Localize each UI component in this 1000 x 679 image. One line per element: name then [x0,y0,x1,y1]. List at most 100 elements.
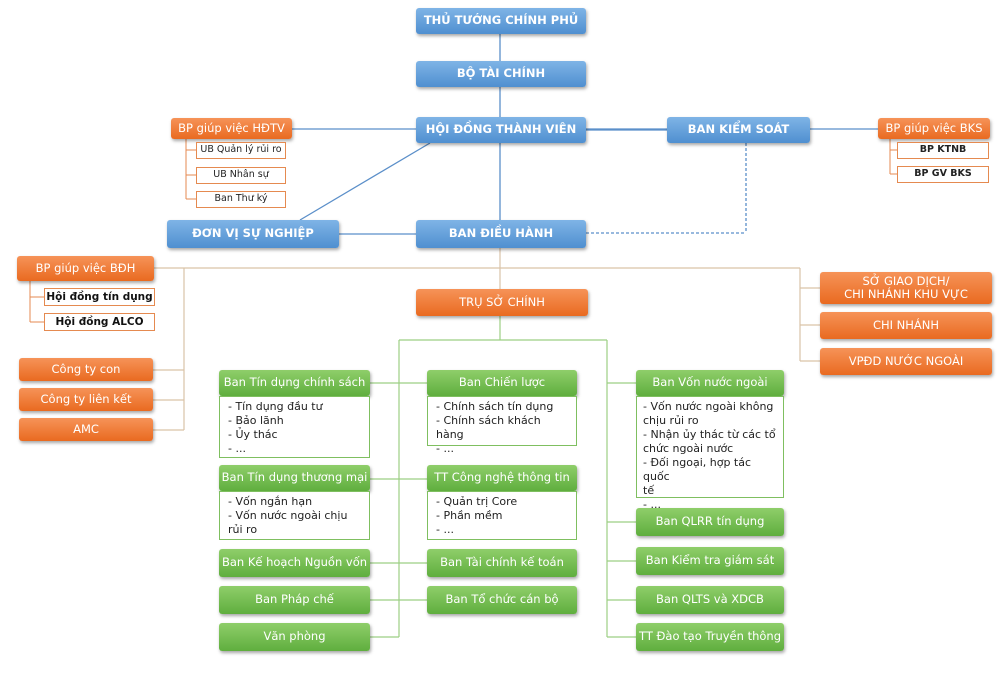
ban-qlts-xdcb-label: Ban QLTS và XDCB [656,592,764,607]
tru-so-chinh-box: TRỤ SỞ CHÍNH [416,289,588,316]
ban-ke-hoach-nguon-von-box: Ban Kế hoạch Nguồn vốn [219,549,370,577]
hoi-dong-alco-box: Hội đồng ALCO [44,313,155,331]
ban-chien-luoc-box: Ban Chiến lược [427,370,577,396]
cong-ty-con-label: Công ty con [51,361,121,376]
ban-kiem-soat-label: BAN KIỂM SOÁT [687,122,790,137]
ban-tin-dung-thuong-mai-box: Ban Tín dụng thương mại [219,465,370,491]
detail-line: - Tín dụng đầu tư [228,400,323,413]
amc-label: AMC [73,421,99,436]
detail-line: - Bảo lãnh [228,414,284,427]
ban-ke-hoach-nguon-von-label: Ban Kế hoạch Nguồn vốn [221,555,368,570]
ban-thu-ky-label: Ban Thư ký [214,193,268,205]
ban-qlrr-tin-dung-label: Ban QLRR tín dụng [655,514,765,529]
tt-dao-tao-truyen-thong-label: TT Đào tạo Truyền thông [639,629,781,644]
ban-tin-dung-chinh-sach-label: Ban Tín dụng chính sách [223,375,366,390]
tt-cong-nghe-thong-tin-details: - Quản trị Core - Phần mềm - ... [427,491,577,540]
thu-tuong-chinh-phu-box: THỦ TƯỚNG CHÍNH PHỦ [416,8,586,34]
cong-ty-con-box: Công ty con [19,358,153,381]
tt-dao-tao-truyen-thong-box: TT Đào tạo Truyền thông [636,623,784,651]
ban-phap-che-label: Ban Pháp chế [255,592,334,607]
tt-cong-nghe-thong-tin-box: TT Công nghệ thông tin [427,465,577,491]
don-vi-su-nghiep-label: ĐƠN VỊ SỰ NGHIỆP [192,226,314,241]
bo-tai-chinh-label: BỘ TÀI CHÍNH [456,66,546,81]
tt-cong-nghe-thong-tin-label: TT Công nghệ thông tin [434,470,570,485]
ban-dieu-hanh-label: BAN ĐIỀU HÀNH [448,226,554,241]
detail-line: - Phần mềm [436,509,503,522]
ban-tin-dung-thuong-mai-label: Ban Tín dụng thương mại [221,470,368,485]
ban-von-nuoc-ngoai-box: Ban Vốn nước ngoài [636,370,784,396]
detail-line: - ... [228,442,246,455]
ban-chien-luoc-label: Ban Chiến lược [458,375,546,390]
detail-line: chức ngoài nước [643,442,734,455]
ban-tai-chinh-ke-toan-box: Ban Tài chính kế toán [427,549,577,577]
detail-line: rủi ro [228,523,258,536]
chi-nhanh-label: CHI NHÁNH [872,317,940,332]
ban-tin-dung-thuong-mai-details: - Vốn ngắn hạn - Vốn nước ngoài chịu rủi… [219,491,370,540]
detail-line: - ... [643,498,661,511]
detail-line: - Vốn ngắn hạn [228,495,313,508]
ban-von-nuoc-ngoai-label: Ban Vốn nước ngoài [652,375,768,390]
detail-line: - Đối ngoại, hợp tác quốc [643,456,752,483]
cong-ty-lien-ket-box: Công ty liên kết [19,388,153,411]
ban-chien-luoc-details: - Chính sách tín dụng - Chính sách khách… [427,396,577,455]
van-phong-box: Văn phòng [219,623,370,651]
bo-tai-chinh-box: BỘ TÀI CHÍNH [416,61,586,87]
ban-von-nuoc-ngoai-details: - Vốn nước ngoài không chịu rủi ro - Nhậ… [636,396,784,511]
detail-line: - ... [436,442,454,455]
detail-line: - Ủy thác [228,428,278,441]
detail-line: - Vốn nước ngoài không [643,400,774,413]
ban-to-chuc-can-bo-label: Ban Tổ chức cán bộ [445,592,559,607]
bp-ktnb-label: BP KTNB [919,144,967,156]
ub-nhan-su-label: UB Nhân sự [213,169,269,181]
detail-line: - Chính sách khách hàng [436,414,541,441]
ub-quan-ly-rui-ro-label: UB Quản lý rủi ro [200,144,282,156]
bp-giup-viec-bdh-label: BP giúp việc BĐH [35,260,136,275]
detail-line: - Chính sách tín dụng [436,400,554,413]
ban-qlts-xdcb-box: Ban QLTS và XDCB [636,586,784,614]
ban-kiem-tra-giam-sat-box: Ban Kiểm tra giám sát [636,547,784,575]
cong-ty-lien-ket-label: Công ty liên kết [40,391,132,406]
vpdd-nuoc-ngoai-box: VPĐD NƯỚC NGOÀI [820,348,992,375]
tru-so-chinh-label: TRỤ SỞ CHÍNH [459,294,545,309]
bp-giup-viec-hdtv-label: BP giúp việc HĐTV [178,120,285,135]
ban-dieu-hanh-box: BAN ĐIỀU HÀNH [416,220,586,248]
ub-nhan-su-box: UB Nhân sự [196,167,286,184]
ban-qlrr-tin-dung-box: Ban QLRR tín dụng [636,508,784,536]
hoi-dong-thanh-vien-box: HỘI ĐỒNG THÀNH VIÊN [416,117,586,143]
detail-line: - Nhận ủy thác từ các tổ [643,428,776,441]
amc-box: AMC [19,418,153,441]
so-giao-dich-label: SỞ GIAO DỊCH/ CHI NHÁNH KHU VỰC [844,273,968,301]
ub-quan-ly-rui-ro-box: UB Quản lý rủi ro [196,142,286,159]
thu-tuong-label: THỦ TƯỚNG CHÍNH PHỦ [423,13,579,28]
ban-kiem-tra-giam-sat-label: Ban Kiểm tra giám sát [645,553,775,568]
hoi-dong-tin-dung-label: Hội đồng tín dụng [46,290,153,303]
detail-line: - Quản trị Core [436,495,518,508]
ban-tai-chinh-ke-toan-label: Ban Tài chính kế toán [440,555,564,570]
detail-line: - Vốn nước ngoài chịu [228,509,348,522]
bp-giup-viec-bdh-box: BP giúp việc BĐH [17,256,154,281]
ban-tin-dung-chinh-sach-box: Ban Tín dụng chính sách [219,370,370,396]
detail-line: chịu rủi ro [643,414,699,427]
so-giao-dich-box: SỞ GIAO DỊCH/ CHI NHÁNH KHU VỰC [820,272,992,304]
hdtv-label: HỘI ĐỒNG THÀNH VIÊN [425,122,577,137]
bp-giup-viec-bks-label: BP giúp việc BKS [885,120,983,135]
detail-line: - ... [436,523,454,536]
bp-giup-viec-bks-box: BP giúp việc BKS [878,118,990,139]
hoi-dong-tin-dung-box: Hội đồng tín dụng [44,288,155,306]
bp-giup-viec-hdtv-box: BP giúp việc HĐTV [171,118,292,139]
chi-nhanh-box: CHI NHÁNH [820,312,992,339]
ban-phap-che-box: Ban Pháp chế [219,586,370,614]
bp-gv-bks-label: BP GV BKS [914,168,972,180]
ban-thu-ky-box: Ban Thư ký [196,191,286,208]
van-phong-label: Văn phòng [263,629,326,644]
ban-tin-dung-chinh-sach-details: - Tín dụng đầu tư - Bảo lãnh - Ủy thác -… [219,396,370,458]
detail-line: tế [643,484,655,497]
don-vi-su-nghiep-box: ĐƠN VỊ SỰ NGHIỆP [167,220,339,248]
hoi-dong-alco-label: Hội đồng ALCO [55,315,144,328]
bp-gv-bks-box: BP GV BKS [897,166,989,183]
ban-to-chuc-can-bo-box: Ban Tổ chức cán bộ [427,586,577,614]
vpdd-nuoc-ngoai-label: VPĐD NƯỚC NGOÀI [848,353,964,368]
bp-ktnb-box: BP KTNB [897,142,989,159]
ban-kiem-soat-box: BAN KIỂM SOÁT [667,117,810,143]
